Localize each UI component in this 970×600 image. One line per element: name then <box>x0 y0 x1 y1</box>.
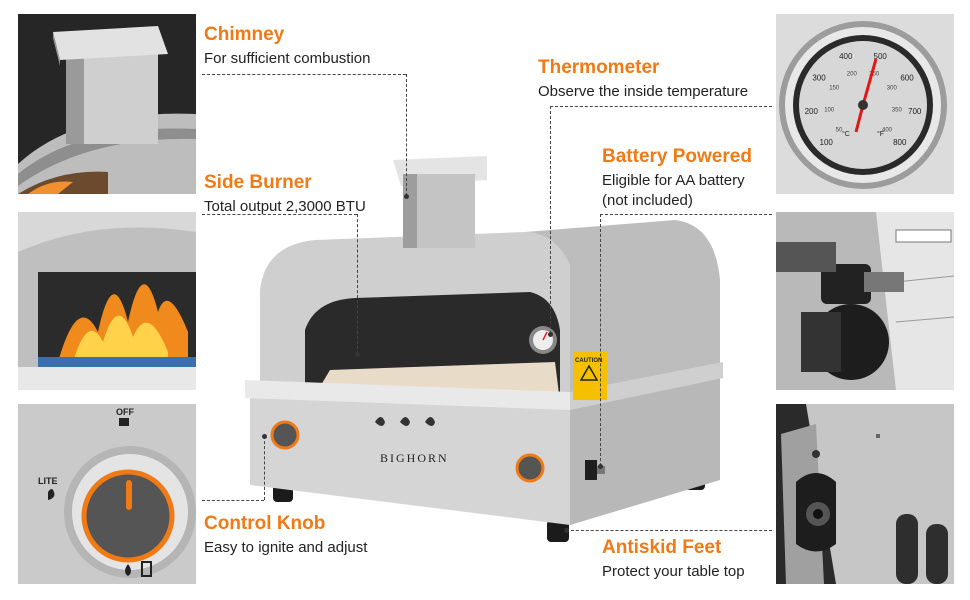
thermo-inner-tick-label: 150 <box>829 85 840 91</box>
thermo-outer-tick-label: 300 <box>812 73 826 82</box>
battery-leader <box>600 214 772 215</box>
thermo-outer-tick-label: 600 <box>900 73 914 82</box>
side-burner-callout: Side Burner Total output 2,3000 BTU <box>204 172 366 217</box>
chimney-desc: For sufficient combustion <box>204 50 371 67</box>
chimney-dot <box>404 194 409 199</box>
battery-dot <box>598 464 603 469</box>
side-burner-photo <box>18 212 196 390</box>
control-knob-desc: Easy to ignite and adjust <box>204 539 368 556</box>
thermo-outer-tick-label: 400 <box>839 52 853 61</box>
thermo-inner-tick-label: 200 <box>847 71 858 77</box>
thermometer-title: Thermometer <box>538 57 660 78</box>
thermo-inner-tick-label: 250 <box>869 71 880 77</box>
chimney-leader <box>202 74 406 75</box>
battery-photo <box>776 212 954 390</box>
chimney-photo <box>18 14 196 194</box>
caution-label: CAUTION <box>575 358 602 364</box>
thermometer-callout: Thermometer Observe the inside temperatu… <box>538 57 748 102</box>
thermo-unit-f: °F <box>877 130 884 138</box>
thermo-outer-tick-label: 100 <box>820 138 834 147</box>
pizza-oven-image: CAUTION BIGHORN <box>225 140 755 550</box>
battery-callout: Battery Powered Eligible for AA battery … <box>602 146 752 211</box>
feet-callout: Antiskid Feet Protect your table top <box>602 537 745 582</box>
thermo-inner-tick-label: 50 <box>836 128 843 134</box>
thermo-outer-tick-label: 200 <box>805 107 819 116</box>
control-knob-title: Control Knob <box>204 513 326 534</box>
thermo-outer-tick-label: 500 <box>874 52 888 61</box>
thermo-inner-tick-label: 300 <box>887 85 898 91</box>
thermometer-desc: Observe the inside temperature <box>538 83 749 100</box>
thermometer-leader-v <box>550 106 551 334</box>
thermometer-dot <box>548 332 553 337</box>
chimney-leader-v <box>406 74 407 196</box>
feet-title: Antiskid Feet <box>602 537 722 558</box>
thermometer-leader <box>550 106 772 107</box>
knob-off-label: OFF <box>116 407 134 417</box>
thermo-outer-tick-label: 800 <box>893 138 907 147</box>
side-burner-leader <box>202 214 357 215</box>
feet-photo <box>776 404 954 584</box>
thermo-outer-tick-label: 700 <box>908 107 922 116</box>
brand-logo: BIGHORN <box>380 451 449 465</box>
feet-desc: Protect your table top <box>602 563 745 580</box>
feet-leader <box>566 530 772 531</box>
battery-desc-line1: Eligible for AA battery <box>602 172 745 189</box>
side-burner-dot <box>355 352 360 357</box>
battery-title: Battery Powered <box>602 146 752 167</box>
battery-leader-v <box>600 214 601 466</box>
side-burner-title: Side Burner <box>204 172 312 193</box>
side-burner-desc: Total output 2,3000 BTU <box>204 198 366 215</box>
control-knob-leader <box>202 500 264 501</box>
thermo-inner-tick-label: 400 <box>882 128 893 134</box>
thermo-unit-c: °C <box>842 130 850 138</box>
feet-dot <box>564 528 569 533</box>
thermo-inner-tick-label: 100 <box>824 107 835 113</box>
battery-desc-line2: (not included) <box>602 192 693 209</box>
control-knob-photo: OFF LITE <box>18 404 196 584</box>
thermo-inner-tick-label: 350 <box>892 107 903 113</box>
chimney-title: Chimney <box>204 24 285 45</box>
knob-lite-label: LITE <box>38 476 58 486</box>
control-knob-dot <box>262 434 267 439</box>
control-knob-leader-v <box>264 436 265 500</box>
side-burner-leader-v <box>357 214 358 354</box>
chimney-callout: Chimney For sufficient combustion <box>204 24 370 69</box>
control-knob-callout: Control Knob Easy to ignite and adjust <box>204 513 367 558</box>
